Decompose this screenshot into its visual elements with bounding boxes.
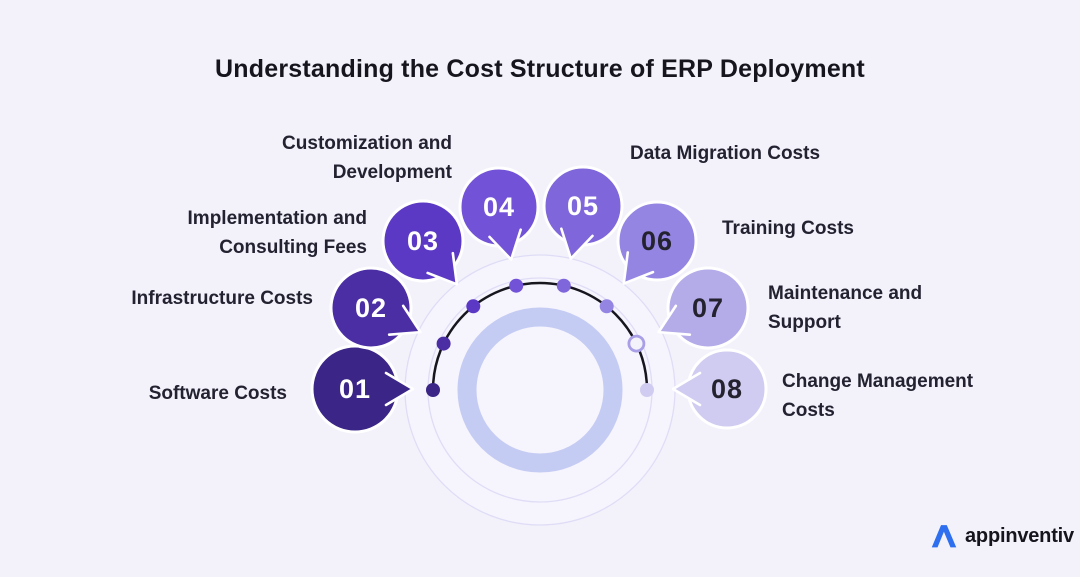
appinventiv-a-icon [931,525,957,548]
bubble-01-tail [384,371,415,407]
bubble-03: 03 [381,199,465,286]
label-line: Customization and [282,133,452,154]
bubble-05: 05 [542,165,624,260]
label-line: Support [768,312,841,333]
label-training-costs: Training Costs [722,214,854,243]
label-line: Infrastructure Costs [131,288,313,309]
bubble-02: 02 [329,266,422,350]
timeline-dots [426,278,654,397]
bubble-01-number: 01 [339,374,371,404]
bubble-01: 01 [310,344,415,434]
dot-step-03 [466,299,481,314]
label-line: Costs [782,400,835,421]
bubble-07: 07 [657,266,750,350]
brand-logo-text: appinventiv [965,524,1074,547]
bubble-06-tail [622,251,655,285]
label-implementation-consulting: Implementation and Consulting Fees [188,204,367,262]
dot-step-01 [426,383,440,397]
bubble-05-number: 05 [567,191,599,221]
label-software-costs: Software Costs [149,379,287,408]
bubble-08-number: 08 [711,374,743,404]
label-line: Development [332,162,452,183]
label-line: Implementation and [187,208,367,229]
label-line: Data Migration Costs [630,143,821,164]
label-data-migration-costs: Data Migration Costs [630,139,820,168]
bubble-06-number: 06 [641,226,673,256]
dot-step-04 [509,278,524,293]
bubble-04: 04 [458,166,540,261]
page-title: Understanding the Cost Structure of ERP … [215,55,865,83]
bubble-07-circle [666,266,750,350]
bubble-08-tail [671,371,702,407]
bubble-05-tail [560,227,594,260]
label-line: Software Costs [148,383,287,404]
label-line: Change Management [782,371,974,392]
dot-step-08 [640,383,654,397]
bubble-03-tail [426,251,459,286]
label-line: Consulting Fees [219,237,367,258]
dot-step-07-hollow [627,334,646,353]
bubble-06: 06 [616,200,698,285]
brand-logo: appinventiv [930,523,1074,549]
bubble-04-number: 04 [483,192,515,222]
label-maintenance-support: Maintenance and Support [768,279,922,337]
bubble-07-number: 07 [692,293,724,323]
label-customization-development: Customization and Development [282,129,452,187]
label-line: Maintenance and [768,283,923,304]
bubble-03-number: 03 [407,226,439,256]
label-infrastructure-costs: Infrastructure Costs [131,284,313,313]
bubble-08: 08 [671,348,768,430]
bubble-02-tail [387,304,422,336]
dot-step-05 [556,278,571,293]
dot-step-06 [599,299,614,314]
bubble-04-tail [488,228,522,261]
appinventiv-a-mark [931,525,957,548]
label-line: Training Costs [722,218,854,239]
label-change-management-costs: Change Management Costs [782,367,973,425]
bubble-07-tail [657,304,692,336]
center-rings [404,254,676,526]
thick-ring [457,307,623,473]
bubble-02-number: 02 [355,293,387,323]
dot-step-02 [436,336,451,351]
bubble-02-circle [329,266,413,350]
outer-halo-circle [405,255,675,525]
